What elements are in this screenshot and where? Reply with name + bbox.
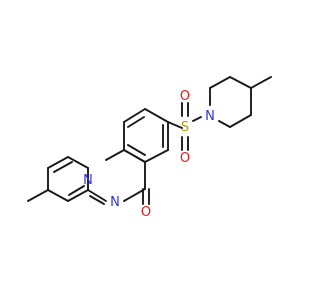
atom-label-o-sulfonyl-top: O <box>180 89 190 104</box>
bond <box>167 121 183 129</box>
atom-label-n-pyridine: N <box>83 173 93 188</box>
bond <box>87 189 107 202</box>
atom-labels: N N O S O O N <box>83 89 215 220</box>
bond <box>123 188 146 202</box>
bond <box>209 76 231 89</box>
bond <box>250 76 272 89</box>
bond <box>218 120 231 128</box>
molecule-structure: N N O S O O N <box>27 76 272 220</box>
bond <box>229 76 252 89</box>
bond <box>89 195 105 205</box>
atom-label-o-sulfonyl-bottom: O <box>180 151 190 166</box>
atom-label-n-imine: N <box>110 195 120 210</box>
bond <box>127 116 145 128</box>
bond <box>144 108 169 123</box>
atom-label-o-carbonyl: O <box>141 205 151 220</box>
bond <box>105 149 125 161</box>
bond <box>27 189 49 202</box>
bond <box>67 156 89 169</box>
atom-label-s-sulfonyl: S <box>181 120 189 135</box>
bond <box>229 114 252 128</box>
bond <box>123 149 146 163</box>
bond <box>47 189 69 202</box>
bond <box>47 156 69 169</box>
atom-label-n-piperidine: N <box>205 109 215 124</box>
bond <box>53 161 73 173</box>
bond <box>192 116 202 122</box>
bond <box>67 189 89 202</box>
bond <box>68 185 85 196</box>
bond <box>144 149 169 163</box>
bond-layer <box>27 76 272 205</box>
bond <box>127 144 146 156</box>
bond <box>123 108 146 123</box>
